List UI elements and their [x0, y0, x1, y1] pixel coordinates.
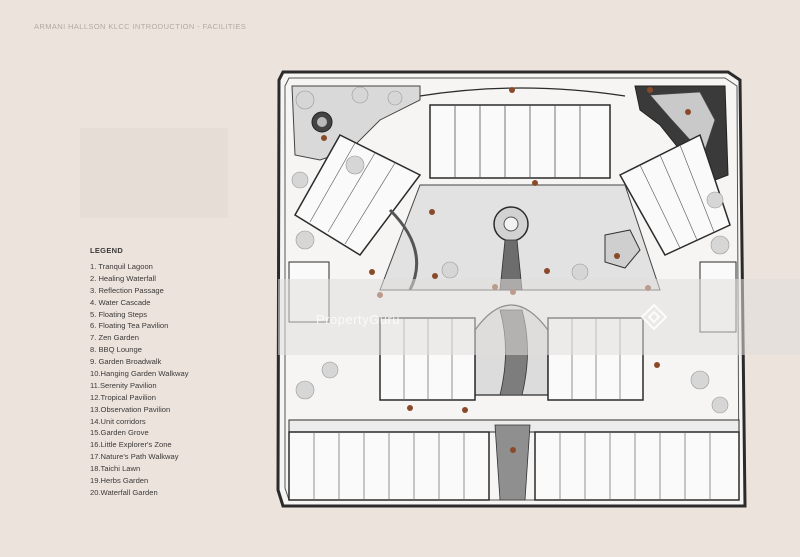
page-header-title: ARMANI HALLSON KLCC INTRODUCTION - FACIL…: [34, 22, 247, 31]
legend-item: 4. Water Cascade: [90, 297, 151, 307]
legend-item: 20.Waterfall Garden: [90, 487, 158, 497]
legend-item: 6. Floating Tea Pavilion: [90, 321, 169, 331]
left-wing-dividers: [309, 142, 396, 245]
legend-item: 15.Garden Grove: [90, 428, 149, 438]
bottom-unit-dividers: [313, 432, 711, 500]
legend-item: 17.Nature's Path Walkway: [90, 452, 179, 462]
legend-title: LEGEND: [90, 246, 124, 255]
watermark-text: PropertyGuru: [316, 312, 401, 327]
right-wing-dividers: [639, 144, 715, 249]
legend-item: 18.Taichi Lawn: [90, 464, 141, 474]
legend-item: 11.Serenity Pavilion: [90, 380, 157, 390]
legend-item: 5. Floating Steps: [90, 309, 147, 319]
placeholder-panel: [80, 128, 228, 218]
top-unit-dividers: [454, 105, 581, 178]
legend-item: 12.Tropical Pavilion: [90, 392, 156, 402]
legend-item: 8. BBQ Lounge: [90, 345, 142, 355]
bottom-units-right: [534, 431, 740, 501]
legend-list: 1. Tranquil Lagoon 2. Healing Waterfall …: [90, 261, 189, 499]
lagoon-area: [291, 85, 421, 161]
tree-clusters: [291, 86, 730, 414]
legend-item: 10.Hanging Garden Walkway: [90, 369, 189, 379]
legend-item: 14.Unit corridors: [90, 416, 146, 426]
top-unit-block: [429, 104, 611, 179]
entrance-path: [494, 424, 531, 501]
legend-item: 19.Herbs Garden: [90, 476, 149, 486]
propertyguru-logo-icon: [640, 303, 668, 336]
right-wing: [618, 133, 731, 256]
legend: LEGEND 1. Tranquil Lagoon 2. Healing Wat…: [90, 246, 189, 499]
legend-item: 13.Observation Pavilion: [90, 404, 171, 414]
lagoon-feature-inner: [317, 117, 327, 127]
left-wing: [293, 134, 422, 256]
healing-waterfall-core: [503, 216, 519, 232]
tea-pavilion: [604, 229, 641, 269]
watermark-band: [278, 279, 800, 355]
legend-item: 7. Zen Garden: [90, 333, 139, 343]
legend-item: 3. Reflection Passage: [90, 285, 164, 295]
legend-item: 16.Little Explorer's Zone: [90, 440, 172, 450]
legend-item: 9. Garden Broadwalk: [90, 357, 162, 367]
top-corridor: [419, 87, 626, 97]
legend-item: 2. Healing Waterfall: [90, 273, 156, 283]
legend-item: 1. Tranquil Lagoon: [90, 262, 153, 271]
